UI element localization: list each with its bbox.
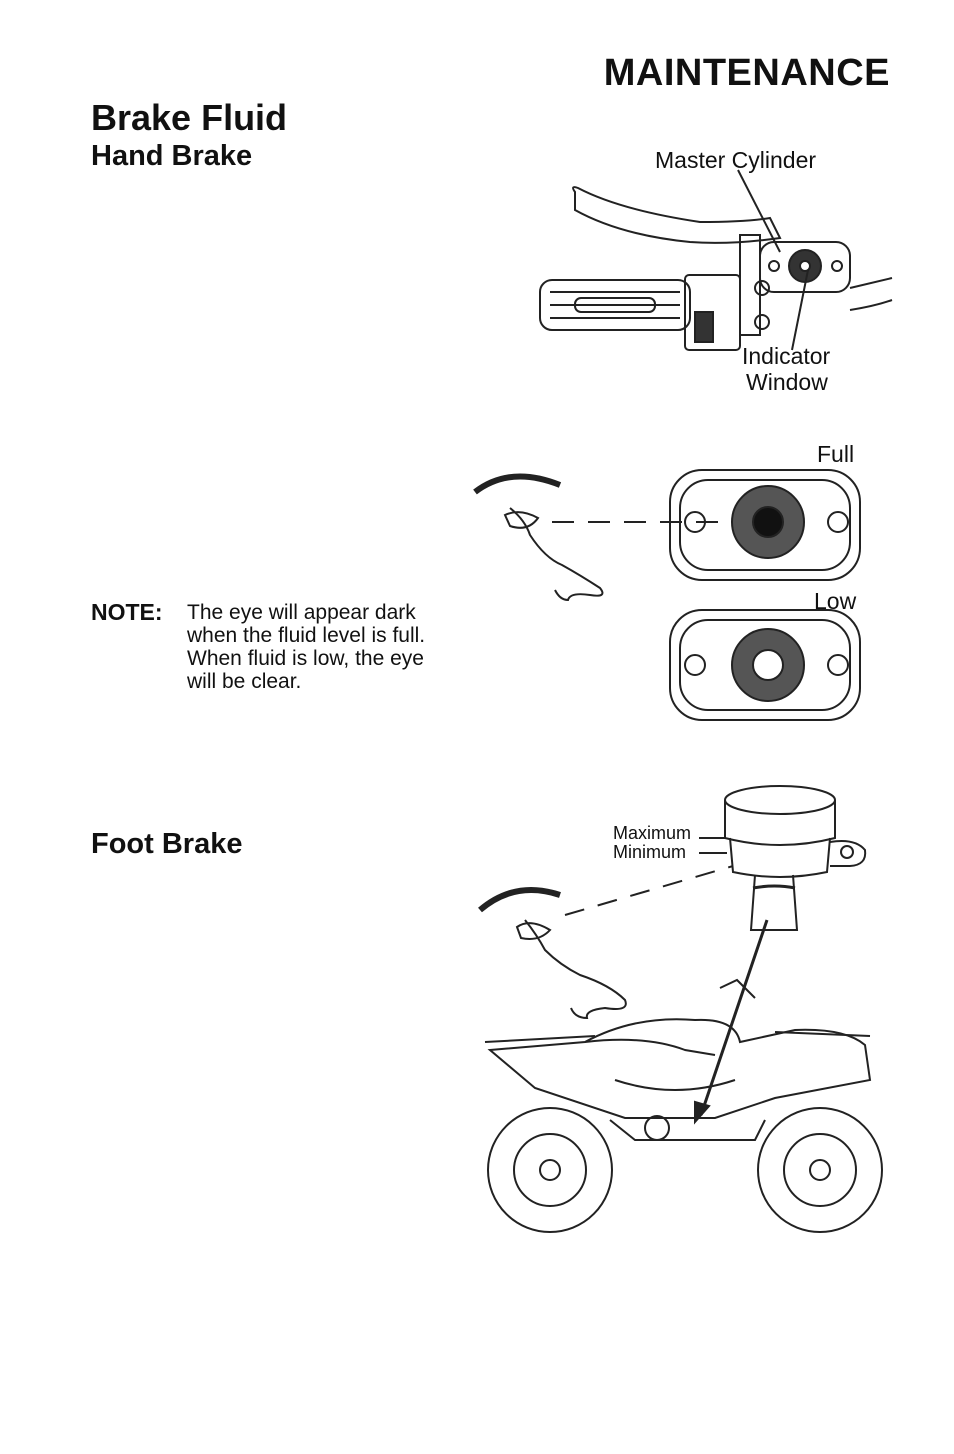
indicator-label-line1: Indicator	[742, 343, 831, 369]
full-label: Full	[817, 441, 855, 467]
maximum-label: Maximum	[613, 823, 692, 843]
fluid-level-illustration	[473, 469, 861, 721]
handlebar-illustration	[539, 169, 893, 351]
foot-brake-illustration	[478, 785, 883, 1233]
hand-brake-heading: Hand Brake	[91, 140, 253, 172]
section-title: Brake Fluid	[91, 97, 288, 138]
note-text: The eye will appear dark when the fluid …	[187, 601, 426, 693]
minimum-label: Minimum	[613, 842, 687, 862]
master-cylinder-label: Master Cylinder	[655, 147, 817, 173]
note-label: NOTE:	[91, 599, 163, 625]
foot-brake-heading: Foot Brake	[91, 828, 243, 860]
page-header: MAINTENANCE	[603, 52, 890, 94]
indicator-label-line2: Window	[746, 369, 828, 395]
